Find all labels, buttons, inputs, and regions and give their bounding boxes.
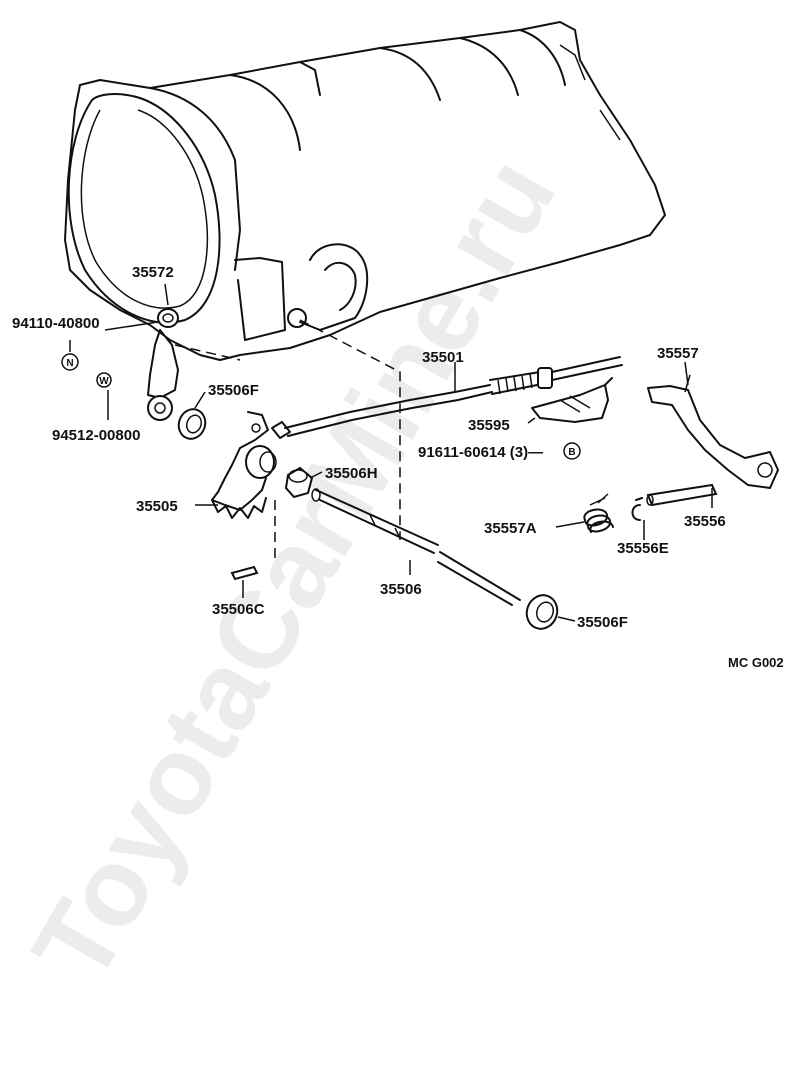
part-35506h-bushing (284, 466, 314, 499)
symbol-n: N (61, 353, 79, 371)
label-35572: 35572 (132, 264, 174, 281)
label-35556e: 35556E (617, 540, 669, 557)
label-35505: 35505 (136, 498, 178, 515)
symbol-w: W (96, 372, 112, 388)
symbol-n-text: N (66, 358, 73, 369)
label-94512-00800: 94512-00800 (52, 427, 140, 444)
symbol-b-text: B (568, 447, 575, 458)
part-35572-seal (147, 308, 179, 421)
part-35501-cable (271, 356, 623, 439)
leader-dashed-1 (174, 344, 241, 361)
label-94110-40800: 94110-40800 (12, 315, 100, 332)
label-35506f-top: 35506F (208, 382, 259, 399)
part-35506f-top-seal (177, 408, 207, 440)
label-35501: 35501 (422, 349, 464, 366)
label-35557: 35557 (657, 345, 699, 362)
symbol-w-text: W (99, 376, 109, 387)
part-35506-shaft (311, 488, 521, 606)
part-35505-lever (211, 411, 277, 519)
label-35506h: 35506H (325, 465, 378, 482)
part-35506c-pin (230, 565, 259, 581)
watermark-text: ToyotaCarMine.ru (9, 138, 579, 1002)
label-35595: 35595 (468, 417, 510, 434)
part-35595-bracket (531, 377, 613, 423)
leader-lines (69, 283, 713, 622)
label-35506c: 35506C (212, 601, 265, 618)
part-35506f-bottom-seal (525, 594, 559, 630)
label-35506: 35506 (380, 581, 422, 598)
part-35557-lever (647, 374, 779, 489)
transmission-housing (64, 21, 666, 361)
leader-dashed-2 (299, 319, 401, 540)
symbol-b: B (563, 442, 581, 460)
label-35557a: 35557A (484, 520, 537, 537)
part-35557a-spring (583, 493, 614, 533)
part-35556-pin (646, 483, 718, 507)
label-35556: 35556 (684, 513, 726, 530)
part-35556e-clip (631, 497, 643, 521)
figure-code: MC G002 (728, 655, 784, 670)
label-91611-60614: 91611-60614 (3)— (418, 444, 543, 461)
label-35506f-bottom: 35506F (577, 614, 628, 631)
